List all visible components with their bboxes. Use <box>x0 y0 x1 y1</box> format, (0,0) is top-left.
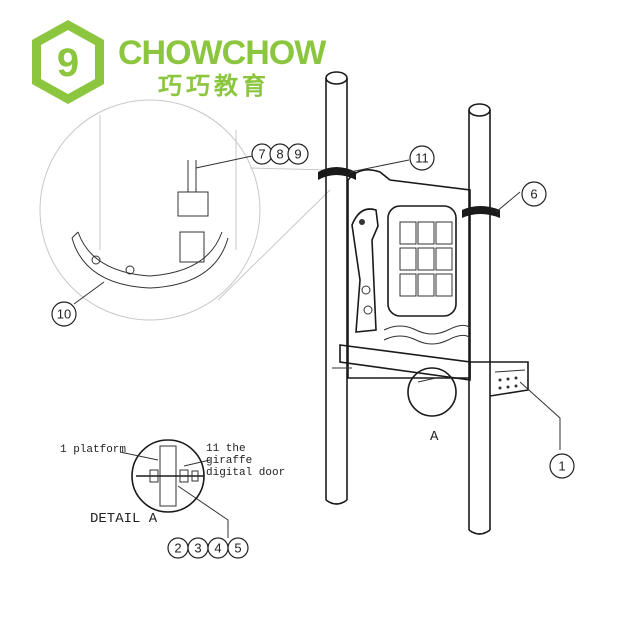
svg-text:7: 7 <box>258 147 265 162</box>
giraffe-digital-door <box>332 169 471 383</box>
detail-a-title: DETAIL A <box>90 511 158 527</box>
platform <box>470 361 529 397</box>
giraffe-eye <box>359 219 365 225</box>
callout-8: 8 <box>269 143 291 165</box>
svg-text:1: 1 <box>558 459 565 474</box>
leader-6 <box>495 191 521 213</box>
detail-label-platform: 1 platform <box>60 444 126 456</box>
leader-1 <box>519 381 561 450</box>
callout-11: 11 <box>409 145 435 171</box>
brand-name: CHOWCHOW <box>118 34 327 72</box>
brand-logo: 9 <box>32 20 104 104</box>
zoom-leader-top <box>249 167 331 171</box>
leader-10 <box>73 281 105 305</box>
zoom-clamp-ring-inner <box>77 231 223 277</box>
detail-a-leader-door <box>183 459 211 467</box>
callout-1: 1 <box>549 453 575 479</box>
zoom-clamp-ring <box>71 237 229 289</box>
right-post <box>468 103 491 535</box>
callout-5: 5 <box>227 537 249 559</box>
detail-label-door-1: 11 the <box>206 443 246 455</box>
zoom-leader-bottom <box>217 189 331 301</box>
zoom-clamp-block <box>179 231 205 263</box>
detail-label-door-2: giraffe <box>206 455 252 467</box>
callout-4: 4 <box>207 537 229 559</box>
detail-a-leader-platform <box>119 451 159 461</box>
detail-a-marker-label: A <box>430 429 439 445</box>
svg-text:3: 3 <box>194 541 201 556</box>
zoom-detail-clamp <box>39 99 331 321</box>
svg-text:2: 2 <box>174 541 181 556</box>
digit-grid <box>399 221 453 297</box>
callout-6: 6 <box>521 181 547 207</box>
svg-text:8: 8 <box>276 147 283 162</box>
left-post <box>325 71 348 505</box>
svg-text:6: 6 <box>530 187 537 202</box>
callout-3: 3 <box>187 537 209 559</box>
callout-2: 2 <box>167 537 189 559</box>
clamp-right <box>462 206 500 218</box>
door-window <box>387 205 457 317</box>
logo-glyph: 9 <box>57 41 79 85</box>
leader-11 <box>349 159 410 173</box>
wave-1 <box>383 324 471 335</box>
leader-2345 <box>177 485 229 538</box>
svg-text:9: 9 <box>294 147 301 162</box>
callout-7: 7 <box>251 143 273 165</box>
clamp-left <box>318 167 356 180</box>
wave-2 <box>383 334 471 345</box>
brand-subtitle: 巧巧教育 <box>158 72 270 100</box>
leader-789 <box>195 155 253 169</box>
zoom-circle <box>39 99 261 321</box>
detail-a-marker-circle <box>407 367 457 417</box>
giraffe-figure <box>351 208 379 333</box>
detail-a <box>119 439 211 513</box>
callout-10: 10 <box>51 301 77 327</box>
svg-text:5: 5 <box>234 541 241 556</box>
svg-text:10: 10 <box>57 307 71 322</box>
callout-9: 9 <box>287 143 309 165</box>
zoom-bracket <box>177 191 209 217</box>
door-base-bar <box>339 344 471 381</box>
svg-text:4: 4 <box>214 541 221 556</box>
svg-text:11: 11 <box>415 151 429 166</box>
detail-label-door-3: digital door <box>206 467 285 479</box>
logo-hexagon-inner <box>41 30 95 94</box>
